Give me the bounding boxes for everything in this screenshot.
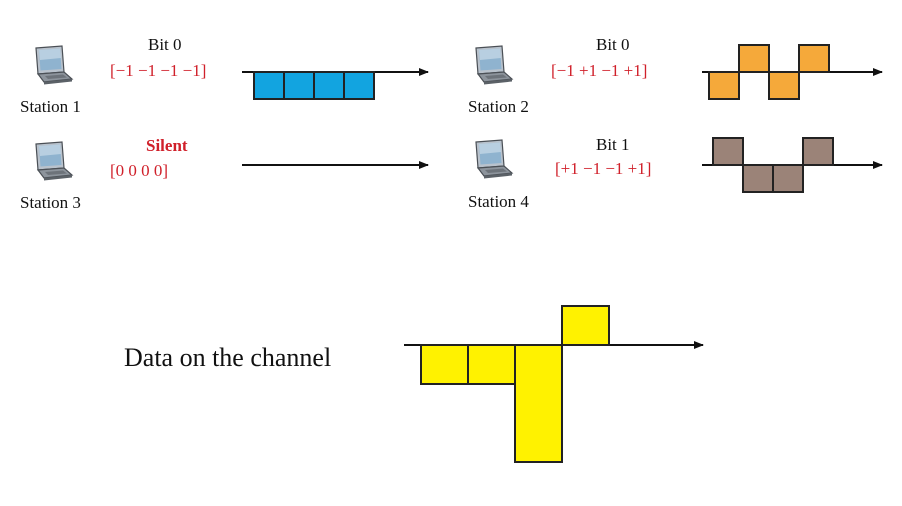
laptop-icon — [475, 139, 513, 180]
chip-bar-4 — [802, 137, 834, 166]
station-2: Station 2 Bit 0 [−1 +1 −1 +1] — [468, 35, 883, 116]
chip-bar-2 — [742, 164, 774, 193]
chip-bar-1 — [712, 137, 744, 166]
station-4-label: Station 4 — [468, 192, 529, 211]
station-3-label: Station 3 — [20, 193, 81, 212]
chip-bar-4 — [343, 71, 375, 100]
chip-bar-2 — [738, 44, 770, 73]
channel-label: Data on the channel — [124, 343, 331, 372]
station-4-waveform — [712, 137, 834, 193]
chip-bar-3 — [772, 164, 804, 193]
station-1-bit-label: Bit 0 — [148, 35, 182, 54]
station-1-label: Station 1 — [20, 97, 81, 116]
station-4-code: [+1 −1 −1 +1] — [555, 159, 651, 178]
chip-bar-1 — [420, 344, 469, 385]
station-2-code: [−1 +1 −1 +1] — [551, 61, 647, 80]
station-3: Station 3 Silent [0 0 0 0] — [20, 136, 429, 212]
station-4-bit-label: Bit 1 — [596, 135, 630, 154]
chip-bar-3 — [313, 71, 345, 100]
laptop-icon — [475, 45, 513, 86]
chip-bar-3 — [768, 71, 800, 100]
station-4: Station 4 Bit 1 [+1 −1 −1 +1] — [468, 135, 883, 211]
chip-bar-4 — [561, 305, 610, 346]
channel: Data on the channel — [124, 305, 704, 463]
chip-bar-1 — [253, 71, 285, 100]
chip-bar-2 — [467, 344, 516, 385]
station-1: Station 1 Bit 0 [−1 −1 −1 −1] — [20, 35, 429, 116]
chip-bar-2 — [283, 71, 315, 100]
station-3-code: [0 0 0 0] — [110, 161, 168, 180]
chip-bar-3 — [514, 344, 563, 463]
station-1-waveform — [253, 71, 375, 100]
station-1-code: [−1 −1 −1 −1] — [110, 61, 206, 80]
laptop-icon — [35, 141, 73, 182]
chip-bar-1 — [708, 71, 740, 100]
chip-bar-4 — [798, 44, 830, 73]
station-2-label: Station 2 — [468, 97, 529, 116]
station-2-waveform — [708, 44, 830, 100]
station-2-bit-label: Bit 0 — [596, 35, 630, 54]
station-3-silent-label: Silent — [146, 136, 188, 155]
channel-waveform — [420, 305, 610, 463]
laptop-icon — [35, 45, 73, 86]
